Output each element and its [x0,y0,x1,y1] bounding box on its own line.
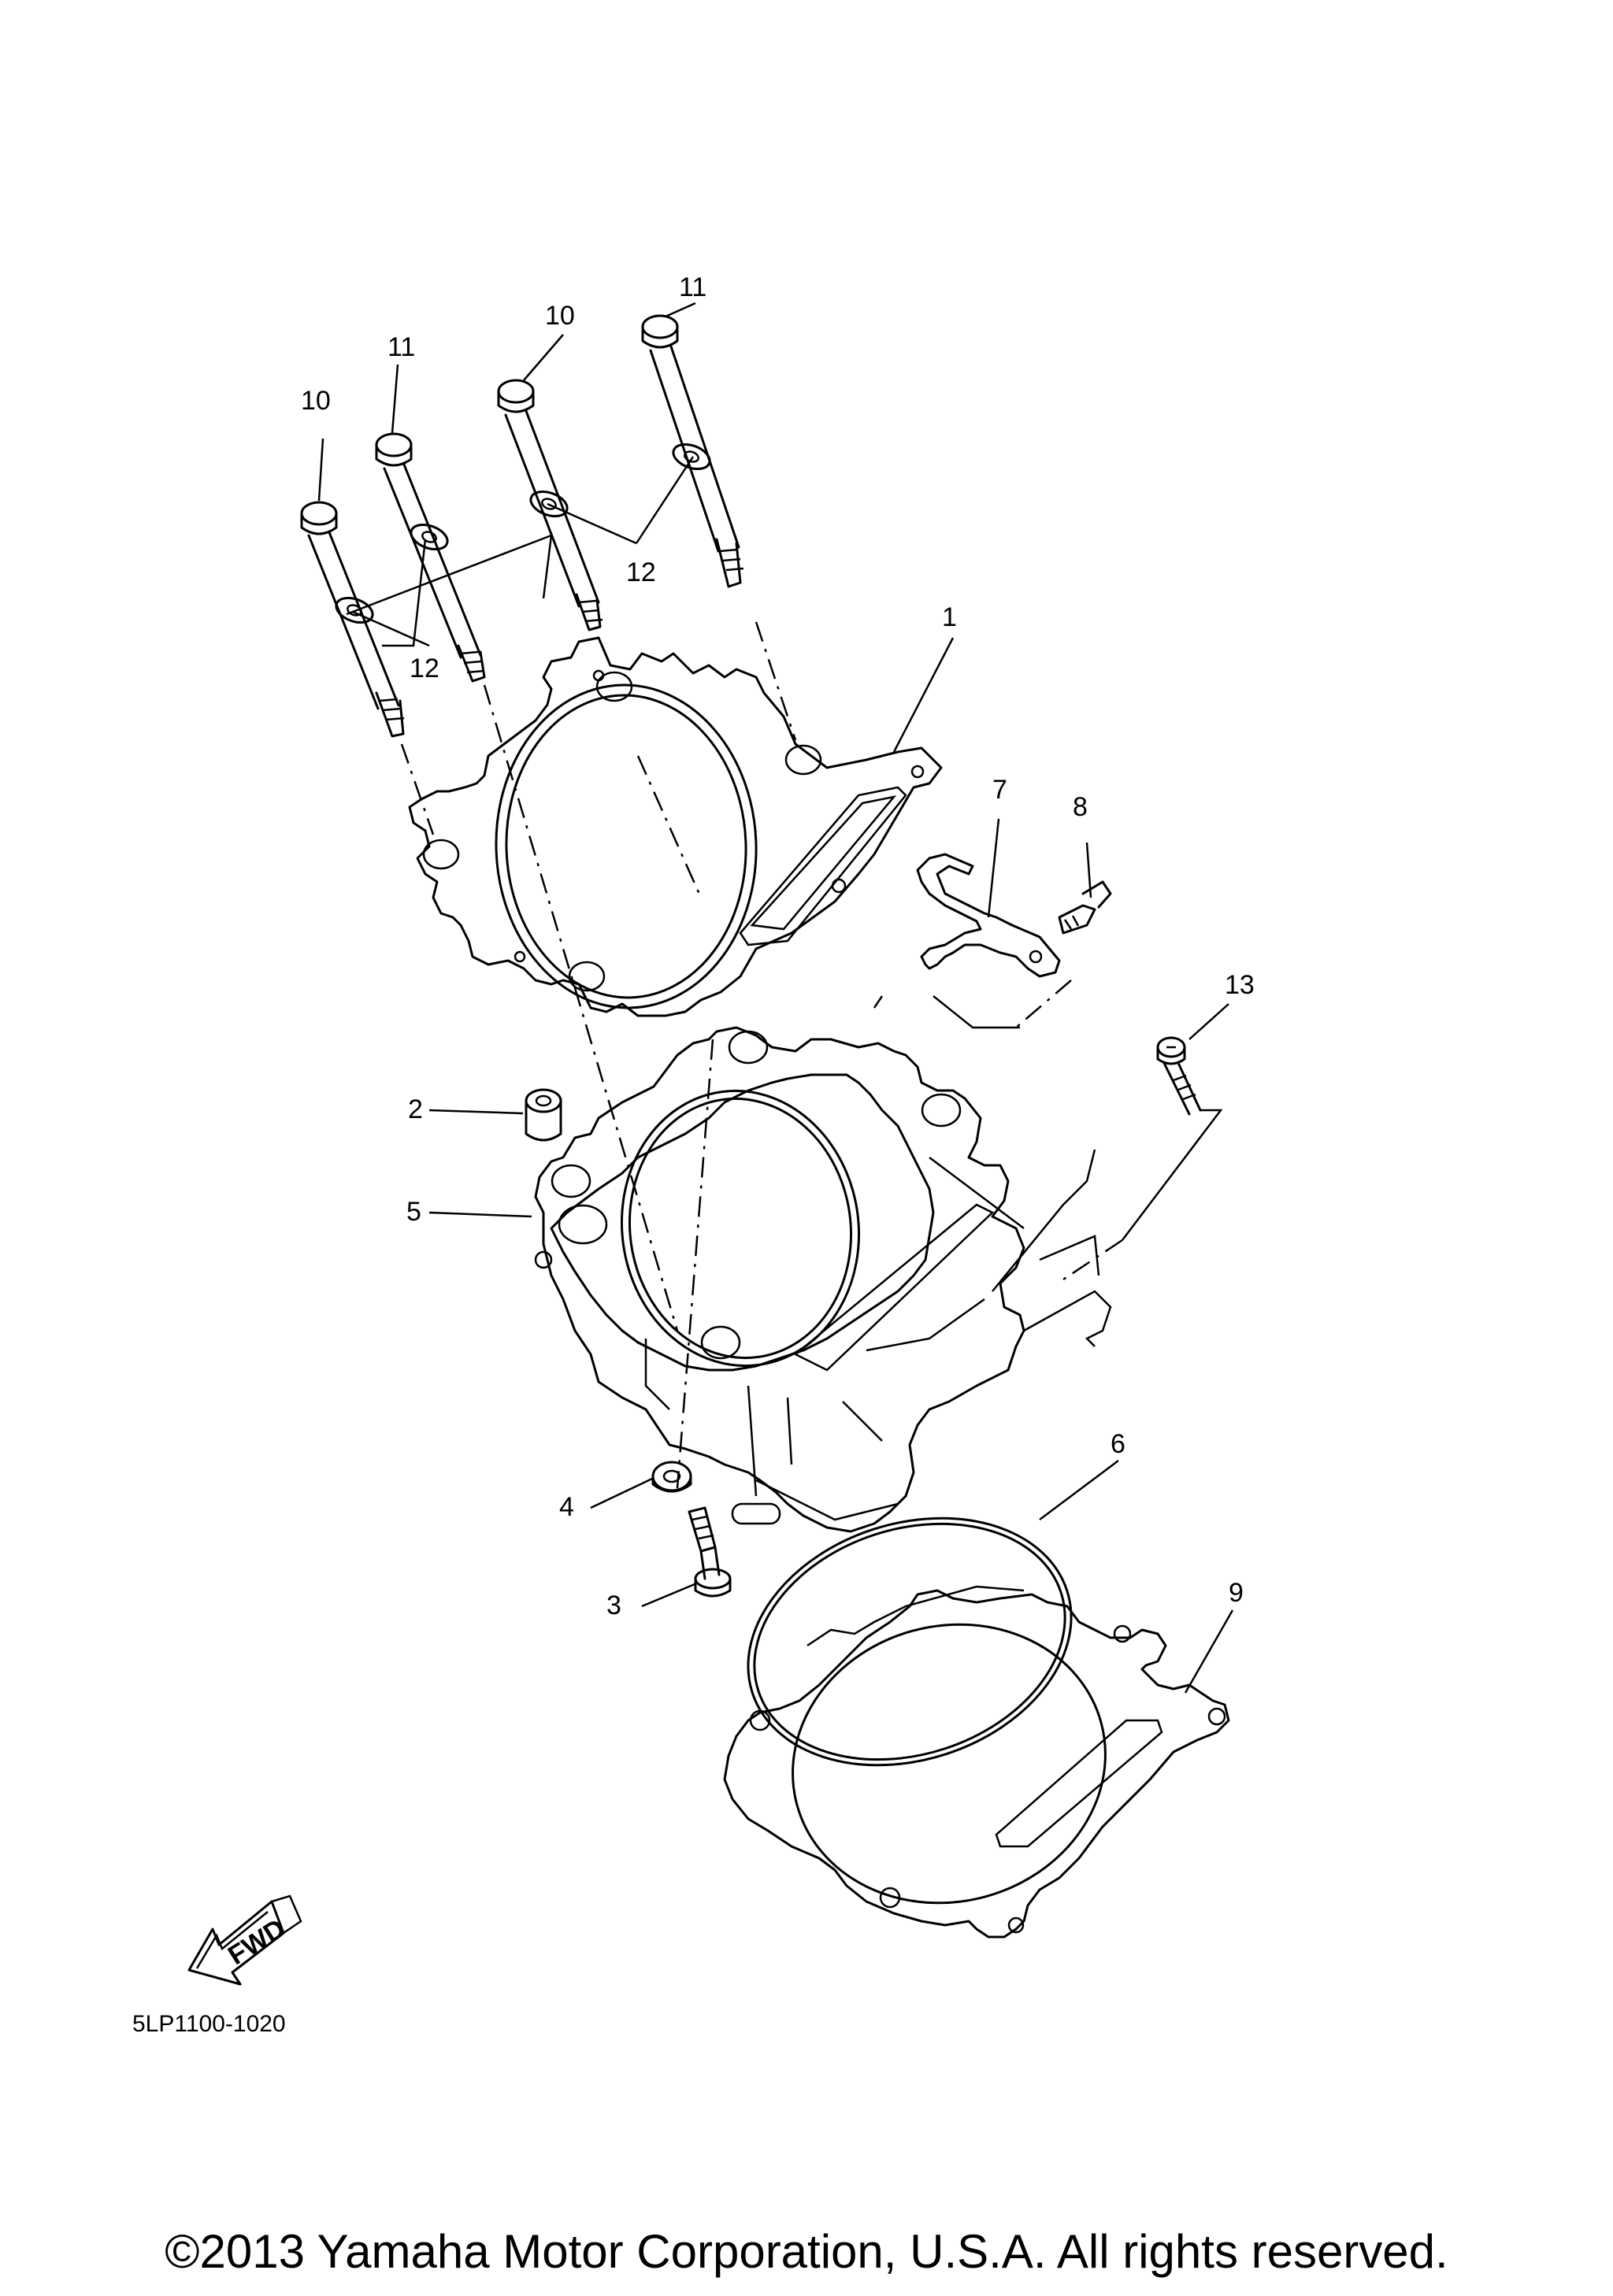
head-bolts [300,314,744,738]
dowel-pin-2 [525,1088,562,1142]
callout-5: 5 [406,1197,421,1227]
callout-11-right: 11 [679,272,706,302]
callout-1: 1 [942,602,957,632]
screw-8 [1058,880,1112,935]
washer-4 [651,1461,692,1493]
bolt-11-right [641,314,744,588]
callout-2: 2 [408,1094,423,1124]
fwd-arrow-icon: FWD [187,1894,302,1986]
callout-4: 4 [559,1492,574,1522]
callout-10-right: 10 [545,301,575,331]
screw-13 [1156,1036,1202,1116]
callout-13: 13 [1225,970,1255,1000]
callout-10-left: 10 [301,386,331,416]
cylinder-base-gasket [723,1589,1230,1939]
callout-7: 7 [992,775,1007,805]
bolt-3 [688,1506,732,1598]
leader-lines [317,302,1234,1694]
bracket-7 [916,853,1061,978]
bolt-10-left [300,501,405,738]
callout-9: 9 [1229,1578,1244,1608]
diagram-code: 5LP1100-1020 [132,2011,286,2037]
o-ring [747,1516,1073,1767]
callout-labels: 1 2 3 4 5 6 7 8 9 10 10 11 11 12 12 13 [301,272,1255,1620]
callout-6: 6 [1111,1429,1125,1459]
callout-3: 3 [606,1591,621,1620]
callout-12-left: 12 [410,654,439,683]
alignment-lines [400,621,1223,1489]
small-fasteners [525,853,1202,1598]
callout-11-left: 11 [387,332,415,362]
copyright-notice: ©2013 Yamaha Motor Corporation, U.S.A. A… [165,2225,1448,2278]
cylinder-head-gasket [408,636,943,1017]
callout-8: 8 [1073,792,1088,822]
bolt-11-left [375,432,486,683]
callout-12-right: 12 [626,557,656,587]
bolt-10-right [497,379,603,631]
cylinder-block [534,1026,1112,1533]
